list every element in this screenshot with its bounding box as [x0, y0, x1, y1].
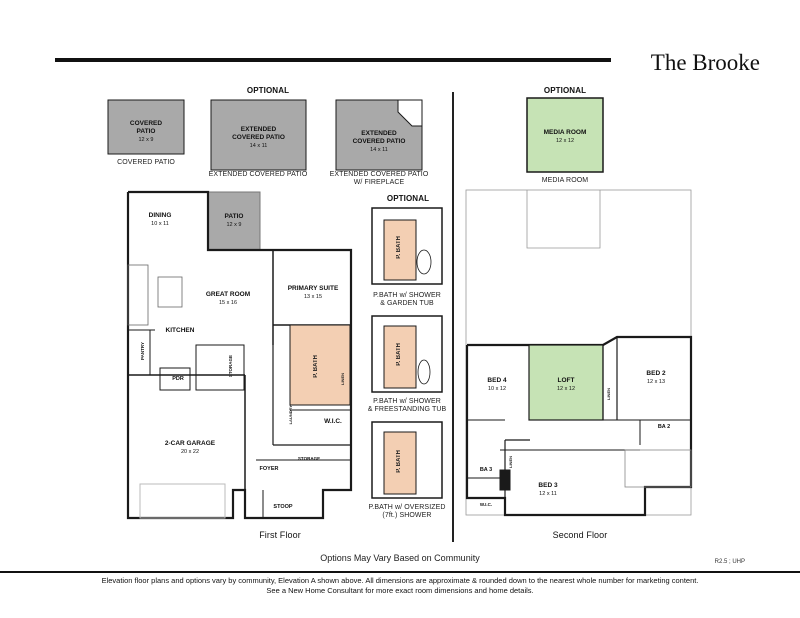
second-floor-label: Second Floor: [552, 530, 608, 540]
kitchen-label: KITCHEN: [165, 327, 195, 334]
bath-option-2-caption: P.BATH w/ SHOWER & FREESTANDING TUB: [367, 398, 447, 413]
extended-patio-shape: [210, 99, 307, 171]
plan-title: The Brooke: [650, 50, 760, 75]
bath-option-1-frame: [371, 207, 443, 285]
optional-media-header: OPTIONAL: [543, 86, 587, 95]
optional-bath-header: OPTIONAL: [386, 194, 430, 203]
bath-option-1-label: P. BATH: [396, 236, 402, 259]
laundry-label: LAUNDRY: [288, 405, 293, 425]
pantry-label: PANTRY: [140, 342, 145, 360]
floor-divider: [452, 92, 454, 542]
extended-patio-caption: EXTENDED COVERED PATIO: [208, 171, 308, 178]
ba2-label: BA 2: [657, 424, 671, 430]
linen-label: LINEN: [340, 373, 345, 385]
bath-option-3-frame: [371, 421, 443, 499]
covered-patio-caption: COVERED PATIO: [117, 159, 175, 166]
second-linen-label-2: LINEN: [606, 388, 611, 400]
extended-patio-fireplace-caption: EXTENDED COVERED PATIO W/ FIREPLACE: [329, 171, 429, 186]
disclaimer-line-1: Elevation floor plans and options vary b…: [101, 576, 699, 585]
header-rule: [55, 58, 611, 62]
fireplace-corner: [397, 99, 423, 127]
loft-shape: [528, 344, 604, 421]
media-room-caption: MEDIA ROOM: [541, 177, 589, 184]
options-note: Options May Vary Based on Community: [320, 553, 480, 563]
pdr-label: PDR: [172, 376, 184, 382]
ba3-label: BA 3: [479, 467, 493, 473]
bath-option-1-caption: P.BATH w/ SHOWER & GARDEN TUB: [373, 292, 441, 307]
foyer-label: FOYER: [259, 466, 279, 472]
first-floor-outer-wall: [126, 190, 353, 520]
plan-code: R2.5 ; UHP: [714, 559, 745, 565]
wic-label: W.I.C.: [324, 418, 342, 425]
optional-patio-header: OPTIONAL: [246, 86, 290, 95]
footer-rule: [0, 571, 800, 573]
bath-option-2-label: P. BATH: [396, 343, 402, 366]
first-floor-label: First Floor: [259, 530, 301, 540]
media-room-shape: [526, 97, 604, 173]
storage-label-2: STORAGE: [297, 456, 321, 461]
stoop-label: STOOP: [273, 504, 293, 510]
bath-option-3-label: P. BATH: [396, 450, 402, 473]
pbath-label: P. BATH: [313, 355, 319, 378]
disclaimer-line-2: See a New Home Consultant for more exact…: [266, 586, 534, 595]
second-linen-label: LINEN: [508, 456, 513, 468]
extended-patio-fireplace-shape: [335, 99, 423, 171]
storage-label-1: STORAGE: [228, 355, 233, 378]
second-wic-label: W.I.C.: [479, 502, 493, 507]
covered-patio-shape: [107, 99, 185, 155]
bath-option-2-frame: [371, 315, 443, 393]
bath-option-3-caption: P.BATH w/ OVERSIZED (7ft.) SHOWER: [368, 504, 446, 519]
